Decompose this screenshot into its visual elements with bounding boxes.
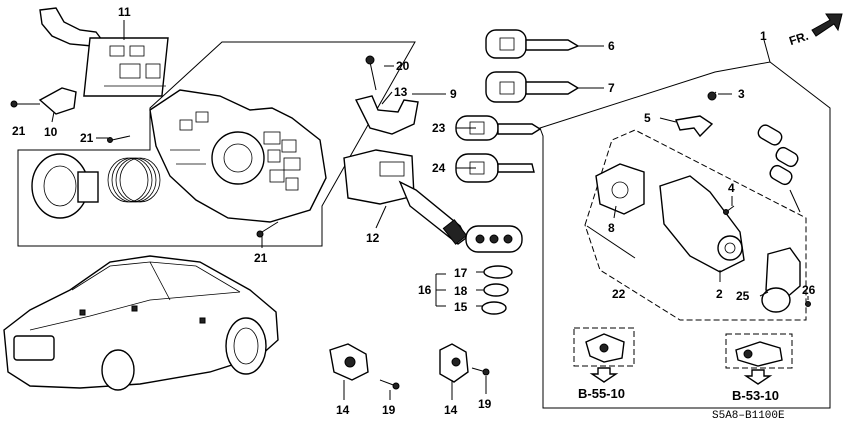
inset-b55: [573, 327, 635, 383]
drawing-code: S5A8–B1100E: [712, 410, 785, 422]
callout-12: 12: [366, 231, 380, 245]
callout-11: 11: [118, 5, 131, 19]
part-21-screw-c: [256, 221, 279, 238]
callout-15: 15: [454, 300, 468, 314]
part-17-battery: [483, 265, 513, 279]
part-3-screw: [707, 91, 717, 101]
part-6-key: [485, 29, 580, 59]
callout-25: 25: [736, 289, 750, 303]
callout-3: 3: [738, 87, 745, 101]
callout-5: 5: [644, 111, 651, 125]
cable-reel: [31, 153, 161, 219]
callout-18: 18: [454, 284, 468, 298]
callout-1: 1: [760, 29, 767, 43]
part-24-key: [455, 153, 535, 183]
part-13-bracket: [354, 95, 419, 135]
callout-24: 24: [432, 161, 446, 175]
callout-16: 16: [418, 283, 432, 297]
callout-21-c: 21: [254, 251, 268, 265]
front-arrow-icon: [811, 13, 843, 37]
leader-lines: [34, 39, 809, 400]
part-14-door-cylinder-left: [329, 343, 369, 381]
callout-19-b: 19: [478, 397, 492, 411]
callout-7: 7: [608, 81, 615, 95]
part-7-key: [485, 71, 580, 103]
callout-26: 26: [802, 283, 816, 297]
callout-21-a: 21: [12, 124, 26, 138]
callout-21-b: 21: [80, 131, 94, 145]
ref-b55-10[interactable]: B-55-10: [578, 386, 625, 401]
part-2-steering-lock: [659, 175, 745, 273]
lock-cylinder-subset-outline: [584, 129, 807, 321]
part-19-screw-right: [471, 367, 490, 376]
part-19-screw-left: [379, 379, 400, 390]
callout-17: 17: [454, 266, 468, 280]
part-23-key: [455, 115, 542, 141]
arrow-down-icon: [743, 369, 773, 385]
callout-2: 2: [716, 287, 723, 301]
part-15-cover: [481, 301, 507, 315]
part-5-clamp: [675, 115, 714, 138]
part-20-screw: [365, 55, 377, 91]
part-18-o-ring: [483, 283, 509, 297]
part-14-door-cylinder-right: [439, 343, 469, 383]
part-12-wiper-switch: [343, 149, 468, 245]
combination-switch-group-outline: [17, 41, 416, 247]
part-16-transmitter: [465, 225, 523, 253]
callout-22: 22: [612, 287, 626, 301]
callout-13: 13: [394, 85, 408, 99]
callout-23: 23: [432, 121, 446, 135]
front-direction-label: FR.: [787, 29, 810, 48]
callout-9: 9: [450, 87, 457, 101]
callout-6: 6: [608, 39, 615, 53]
vehicle-illustration: [3, 255, 279, 391]
part-11-turn-signal-switch: [39, 7, 169, 97]
callout-14-a: 14: [336, 403, 350, 417]
arrow-down-icon: [589, 367, 619, 383]
leader-22-bracket: [586, 225, 636, 259]
inset-b53: [725, 333, 793, 385]
ignition-group-outline: [539, 61, 831, 409]
part-10-bracket: [38, 87, 77, 115]
part-9-combination-switch-body: [149, 89, 327, 223]
callout-4: 4: [728, 181, 735, 195]
callout-19-a: 19: [382, 403, 396, 417]
part-25-ignition-switch: [761, 247, 801, 313]
callout-20: 20: [396, 59, 410, 73]
callout-8: 8: [608, 221, 615, 235]
callout-14-b: 14: [444, 403, 458, 417]
part-21-screw-b: [107, 135, 131, 143]
callout-10: 10: [44, 125, 58, 139]
part-4-screw: [723, 205, 735, 215]
front-direction-indicator: FR.: [787, 13, 843, 48]
part-keys-set: [757, 124, 801, 213]
ref-b53-10[interactable]: B-53-10: [732, 388, 779, 403]
part-8-lock-cylinder: [595, 163, 645, 215]
part-21-screw-a: [10, 100, 34, 108]
part-26-screw: [805, 301, 811, 307]
